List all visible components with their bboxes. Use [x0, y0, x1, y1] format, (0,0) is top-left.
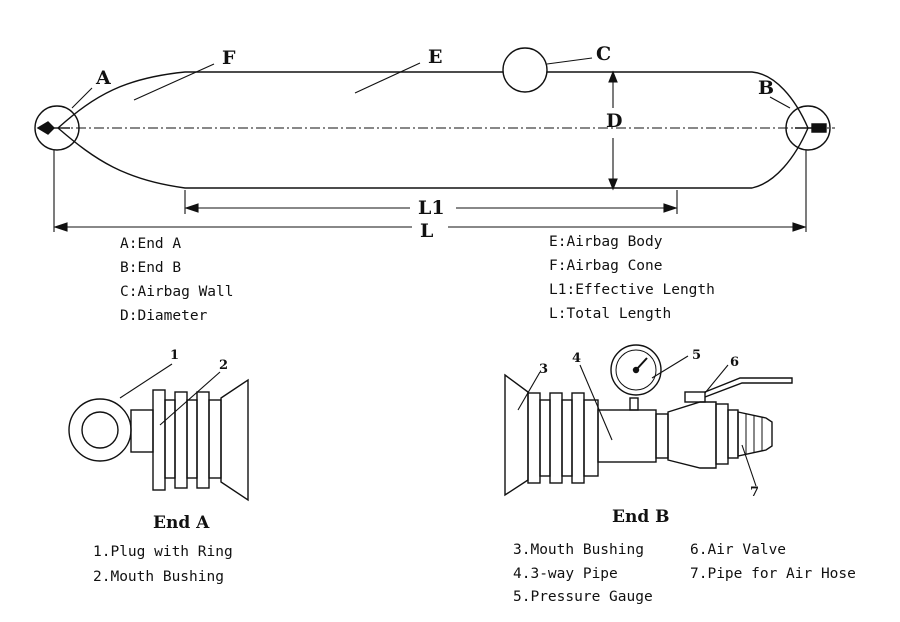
label-airbag-wall: C: [596, 43, 611, 65]
end-b-circle: [785, 105, 831, 151]
end-a-ring: [68, 398, 132, 462]
end-b-legend-item: 6.Air Valve: [690, 542, 786, 558]
callout-7: 7: [750, 485, 759, 500]
end-a-legend-item: 1.Plug with Ring: [93, 544, 233, 560]
callout-4: 4: [572, 351, 581, 366]
end-a-circle: [34, 105, 80, 151]
end-b-bushing: [504, 373, 599, 497]
end-a-title: End A: [153, 513, 210, 533]
airbag-outline: [40, 71, 835, 189]
end-b-legend-item: 3.Mouth Bushing: [513, 542, 644, 558]
end-a-plug: [119, 363, 249, 502]
legend-right-item: L1:Effective Length: [549, 282, 715, 298]
callout-2: 2: [219, 358, 228, 373]
diameter-arrow: [608, 70, 618, 191]
end-b-legend-item: 4.3-way Pipe: [513, 566, 618, 582]
total-length-dimension: [53, 150, 807, 232]
legend-left-item: D:Diameter: [120, 308, 208, 324]
effective-length-dimension: [184, 190, 678, 214]
callout-6: 6: [730, 355, 739, 370]
label-airbag-body: E: [428, 46, 442, 68]
air-hose-pipe: [715, 403, 773, 465]
legend-left-item: C:Airbag Wall: [120, 284, 234, 300]
end-b-title: End B: [612, 507, 670, 527]
legend-right-item: L:Total Length: [549, 306, 671, 322]
label-end-b: B: [758, 77, 774, 99]
end-a-legend-item: 2.Mouth Bushing: [93, 569, 224, 585]
legend-right-item: F:Airbag Cone: [549, 258, 663, 274]
label-effective-length: L1: [418, 197, 445, 219]
callout-1: 1: [170, 348, 179, 363]
end-b-legend-item: 5.Pressure Gauge: [513, 589, 653, 605]
air-valve-icon: [684, 377, 793, 403]
label-airbag-cone: F: [222, 47, 236, 69]
end-b-legend-item: 7.Pipe for Air Hose: [690, 566, 856, 582]
legend-right-item: E:Airbag Body: [549, 234, 663, 250]
callout-5: 5: [692, 348, 701, 363]
label-total-length: L: [420, 220, 433, 242]
airbag-wall-circle: [502, 47, 548, 93]
top-leader-lines: [71, 57, 791, 109]
pressure-gauge-icon: [610, 344, 662, 396]
three-way-pipe: [597, 397, 717, 469]
legend-left-item: B:End B: [120, 260, 181, 276]
end-b-leaders: [517, 355, 757, 487]
callout-3: 3: [539, 362, 548, 377]
label-diameter: D: [606, 110, 622, 132]
label-end-a: A: [95, 67, 111, 89]
legend-left-item: A:End A: [120, 236, 181, 252]
